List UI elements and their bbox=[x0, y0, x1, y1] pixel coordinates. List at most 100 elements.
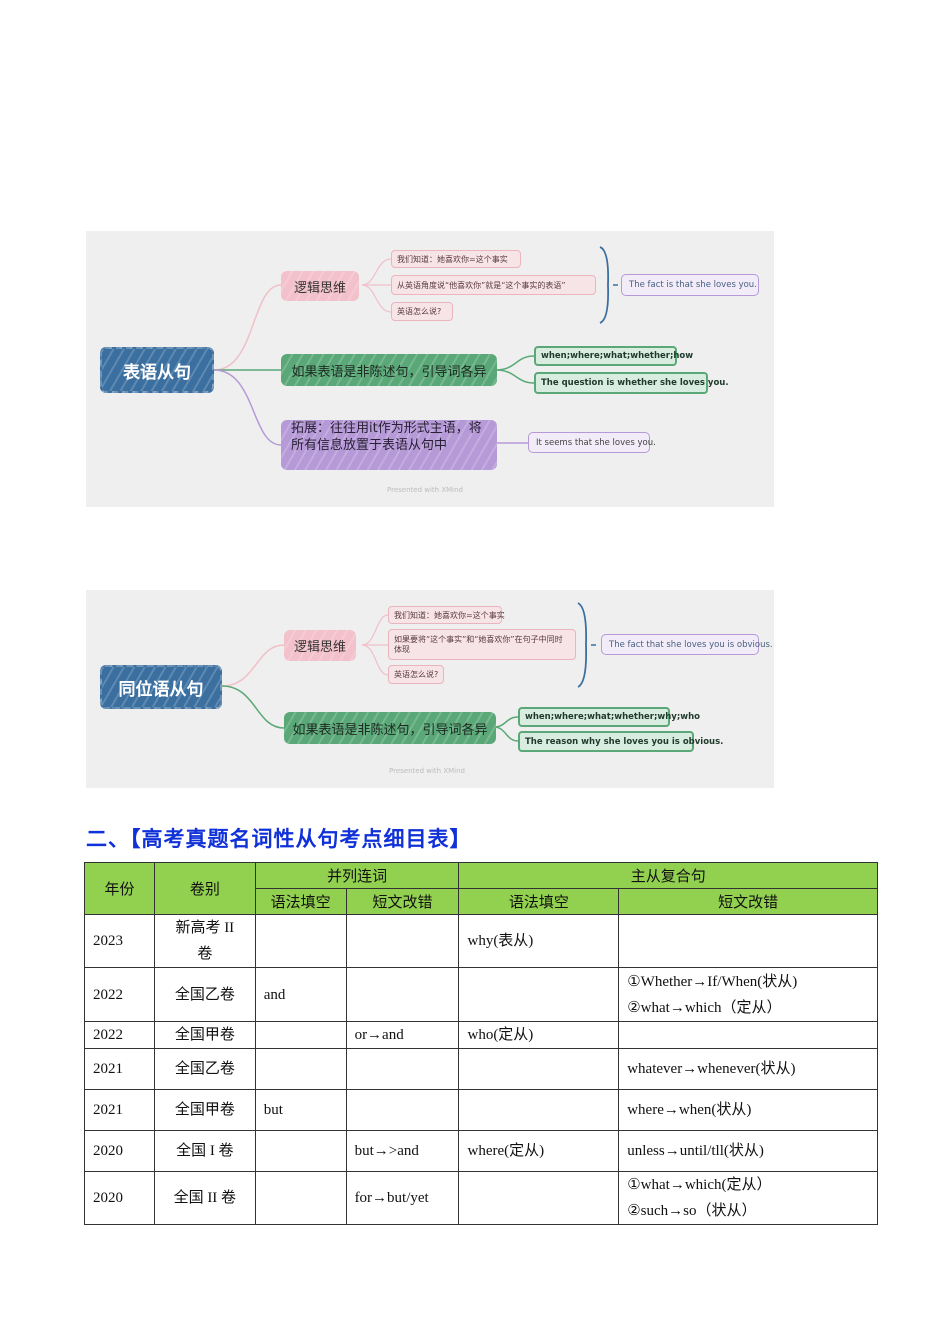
intro-item: The question is whether she loves you. bbox=[534, 372, 729, 394]
mindmap-appositive-clause: 同位语从句 逻辑思维 我们知道：她喜欢你=这个事实 如果要将“这个事实”和“她喜… bbox=[86, 590, 774, 788]
intro-item: The reason why she loves you is obvious. bbox=[518, 731, 723, 752]
xmind-credit: Presented with XMind bbox=[389, 767, 465, 775]
header-coord-correct: 短文改错 bbox=[345, 888, 460, 915]
branch-logic: 逻辑思维 bbox=[284, 630, 356, 661]
branch-intro-label: 如果表语是非陈述句，引导词各异 bbox=[291, 364, 487, 380]
mindmap-predicative-clause: 表语从句 逻辑思维 我们知道：她喜欢你=这个事实 从英语角度说“他喜欢你”就是“… bbox=[86, 231, 774, 507]
cell-main-fill bbox=[458, 1048, 620, 1090]
cell-coord-correct bbox=[345, 1048, 460, 1090]
intro-item: when;where;what;whether;why;who bbox=[518, 707, 700, 727]
intro-item-text: when;where;what;whether;how bbox=[541, 351, 694, 361]
cell-main-correct: ①Whether→If/When(状从) ②what→which（定从） bbox=[618, 967, 878, 1022]
exam-points-table: 年份 卷别 并列连词 主从复合句 语法填空 短文改错 语法填空 短文改错 202… bbox=[84, 862, 878, 1225]
cell-line: ①what→which(定从） bbox=[627, 1177, 772, 1193]
logic-result-text: The fact that she loves you is obvious. bbox=[609, 639, 773, 650]
root-label: 表语从句 bbox=[123, 362, 191, 383]
branch-intro: 如果表语是非陈述句，引导词各异 bbox=[281, 354, 497, 386]
cell-coord-fill bbox=[254, 914, 347, 968]
cell-year: 2021 bbox=[84, 1048, 155, 1090]
cell-coord-correct bbox=[345, 967, 460, 1022]
logic-item: 英语怎么说? bbox=[388, 665, 444, 684]
cell-paper: 全国乙卷 bbox=[153, 967, 256, 1022]
cell-year: 2022 bbox=[84, 1021, 155, 1049]
logic-item: 我们知道：她喜欢你=这个事实 bbox=[388, 606, 505, 624]
section-title: 二、【高考真题名词性从句考点细目表】 bbox=[86, 827, 472, 851]
logic-item: 如果要将“这个事实”和“她喜欢你”在句子中同时 体现 bbox=[388, 629, 576, 660]
cell-paper: 全国甲卷 bbox=[153, 1089, 256, 1131]
extend-result-text: It seems that she loves you. bbox=[536, 437, 656, 448]
cell-coord-correct: but→>and bbox=[345, 1130, 460, 1172]
cell-year: 2020 bbox=[84, 1130, 155, 1172]
logic-item: 我们知道：她喜欢你=这个事实 bbox=[391, 250, 521, 268]
cell-line: ②what→which（定从） bbox=[627, 999, 782, 1016]
logic-item: 从英语角度说“他喜欢你”就是“这个事实的表语” bbox=[391, 275, 596, 295]
branch-extend: 拓展：往往用it作为形式主语，将 所有信息放置于表语从句中 bbox=[281, 420, 497, 470]
cell-year: 2023 bbox=[84, 914, 155, 968]
intro-item-text: The reason why she loves you is obvious. bbox=[525, 736, 724, 747]
header-main-correct: 短文改错 bbox=[618, 888, 878, 915]
table-row: 2020 全国 II 卷 for→but/yet ①what→which(定从）… bbox=[84, 1171, 878, 1225]
header-year: 年份 bbox=[84, 862, 155, 915]
xmind-credit: Presented with XMind bbox=[387, 486, 463, 494]
table-row: 2021 全国乙卷 whatever→whenever(状从) bbox=[84, 1048, 878, 1090]
cell-paper-line: 卷 bbox=[197, 946, 213, 962]
intro-item: when;where;what;whether;how bbox=[534, 346, 693, 366]
cell-line: ②such→so（状从） bbox=[627, 1203, 757, 1219]
table-row: 2020 全国 I 卷 but→>and where(定从) unless→un… bbox=[84, 1130, 878, 1172]
cell-paper: 新高考 II 卷 bbox=[153, 914, 256, 968]
cell-main-correct: whatever→whenever(状从) bbox=[618, 1048, 878, 1090]
logic-item-text: 我们知道：她喜欢你=这个事实 bbox=[397, 254, 508, 264]
cell-paper: 全国 II 卷 bbox=[153, 1171, 256, 1225]
connector-lines bbox=[221, 602, 596, 742]
table-row: 2022 全国乙卷 and ①Whether→If/When(状从)②what→… bbox=[84, 967, 878, 1022]
cell-coord-fill bbox=[254, 1171, 347, 1225]
cell-paper: 全国 I 卷 bbox=[153, 1130, 256, 1172]
table-row: 2021 全国甲卷 but where→when(状从) bbox=[84, 1089, 878, 1131]
cell-coord-fill bbox=[254, 1130, 347, 1172]
branch-logic-label: 逻辑思维 bbox=[293, 640, 346, 655]
cell-coord-correct bbox=[345, 1089, 460, 1131]
cell-main-fill bbox=[458, 1089, 620, 1131]
cell-paper-line: 新高考 II bbox=[175, 920, 235, 936]
logic-result: The fact is that she loves you. bbox=[621, 274, 759, 296]
cell-main-correct: unless→until/tll(状从) bbox=[618, 1130, 878, 1172]
cell-main-correct: ①what→which(定从） ②such→so（状从） bbox=[618, 1171, 878, 1225]
cell-main-fill bbox=[458, 1171, 620, 1225]
intro-item-text: The question is whether she loves you. bbox=[541, 378, 729, 388]
cell-paper: 全国乙卷 bbox=[153, 1048, 256, 1090]
intro-item-text: when;where;what;whether;why;who bbox=[525, 712, 700, 722]
logic-result: The fact that she loves you is obvious. bbox=[601, 634, 773, 655]
table-row: 2022 全国甲卷 or→and who(定从) bbox=[84, 1021, 878, 1049]
table-row: 2023 新高考 II 卷 why(表从) bbox=[84, 914, 878, 968]
cell-coord-fill bbox=[254, 1048, 347, 1090]
cell-main-correct bbox=[618, 1021, 878, 1049]
branch-intro: 如果表语是非陈述句，引导词各异 bbox=[284, 712, 496, 744]
root-node: 同位语从句 bbox=[100, 665, 222, 709]
root-node: 表语从句 bbox=[100, 347, 214, 393]
cell-main-fill: who(定从) bbox=[458, 1021, 620, 1049]
cell-coord-fill: and bbox=[254, 967, 347, 1022]
cell-main-fill: why(表从) bbox=[458, 914, 620, 968]
cell-coord-correct: or→and bbox=[345, 1021, 460, 1049]
branch-extend-line2: 所有信息放置于表语从句中 bbox=[291, 438, 448, 453]
logic-item-text: 我们知道：她喜欢你=这个事实 bbox=[394, 610, 505, 620]
logic-item-text: 如果要将“这个事实”和“她喜欢你”在句子中同时 bbox=[394, 634, 563, 644]
header-main-fill: 语法填空 bbox=[458, 888, 620, 915]
logic-item-text: 英语怎么说? bbox=[394, 670, 439, 679]
cell-coord-fill bbox=[254, 1021, 347, 1049]
cell-line: ①Whether→If/When(状从) bbox=[627, 973, 798, 990]
extend-result: It seems that she loves you. bbox=[528, 432, 656, 453]
cell-main-correct bbox=[618, 914, 878, 968]
connector-lines bbox=[213, 246, 618, 446]
cell-paper: 全国甲卷 bbox=[153, 1021, 256, 1049]
logic-item-text-cont: 体现 bbox=[394, 644, 410, 654]
cell-coord-correct bbox=[345, 914, 460, 968]
logic-item-text: 英语怎么说? bbox=[397, 307, 442, 316]
branch-logic-label: 逻辑思维 bbox=[293, 280, 346, 296]
cell-year: 2021 bbox=[84, 1089, 155, 1131]
root-label: 同位语从句 bbox=[118, 679, 204, 700]
header-paper: 卷别 bbox=[153, 862, 256, 915]
cell-coord-correct: for→but/yet bbox=[345, 1171, 460, 1225]
cell-coord-fill: but bbox=[254, 1089, 347, 1131]
logic-item: 英语怎么说? bbox=[391, 302, 453, 321]
